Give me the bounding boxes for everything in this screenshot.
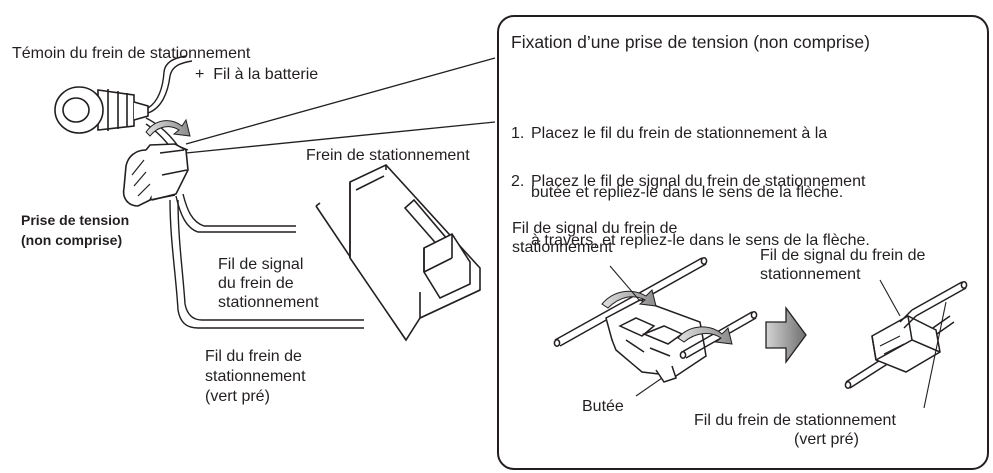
- brake-wire-label-1: Fil du frein de: [205, 348, 302, 365]
- signal-wire-label-3: stationnement: [218, 294, 319, 311]
- instruction-panel-frame: [497, 15, 989, 470]
- step-text: Placez le fil du frein de stationnement …: [531, 125, 828, 142]
- label-leaders: [609, 265, 947, 409]
- fold-arrow-icon: [601, 289, 657, 309]
- callout-lines: [185, 57, 496, 154]
- power-tap-label: Prise de tension: [21, 212, 130, 228]
- brake-wire-panel-label-2: (vert pré): [794, 431, 859, 448]
- signal-wire-after-label-2: stationnement: [760, 266, 861, 283]
- signal-wire-after-label-1: Fil de signal du frein de: [760, 247, 926, 264]
- assembly-after-icon: [844, 281, 968, 389]
- panel-title: Fixation d’une prise de tension (non com…: [511, 32, 870, 52]
- step-1: 1. Placez le fil du frein de stationnemen…: [511, 85, 843, 222]
- brake-wire-panel-label-1: Fil du frein de stationnement: [694, 412, 896, 429]
- stopper-label: Butée: [582, 398, 624, 415]
- signal-wire-label-1: Fil de signal: [218, 256, 304, 273]
- indicator-lamp-icon: [54, 86, 149, 134]
- step-text: à travers, et repliez-le dans le sens de…: [531, 231, 870, 249]
- brake-wire-label-2: stationnement: [205, 368, 306, 385]
- tap-wires: [169, 193, 364, 329]
- step-2: 2. Placez le fil de signal du frein de st…: [511, 133, 870, 270]
- assembly-before-icon: [553, 257, 758, 383]
- transition-arrow-icon: [765, 306, 807, 364]
- parking-brake-lever-icon: [315, 164, 481, 342]
- step-text: butée et repliez-le dans le sens de la f…: [531, 183, 844, 201]
- fold-arrow-icon: [145, 118, 191, 137]
- step-text: Placez le fil de signal du frein de stat…: [531, 173, 866, 190]
- power-tap-icon: [122, 143, 189, 207]
- parking-brake-label: Frein de stationnement: [306, 147, 470, 164]
- signal-wire-before-label-2: stationnement: [512, 239, 613, 256]
- power-tap-note: (non comprise): [21, 232, 123, 248]
- fold-arrow-icon: [677, 326, 733, 345]
- signal-wire-label-2: du frein de: [218, 275, 294, 292]
- lamp-wires: [145, 55, 193, 157]
- brake-wire-label-3: (vert pré): [205, 388, 270, 405]
- step-number: 2.: [511, 173, 525, 190]
- step-number: 1.: [511, 125, 525, 142]
- battery-wire-label: + Fil à la batterie: [195, 66, 319, 83]
- indicator-lamp-label: Témoin du frein de stationnement: [12, 45, 251, 62]
- signal-wire-before-label-1: Fil de signal du frein de: [512, 220, 678, 237]
